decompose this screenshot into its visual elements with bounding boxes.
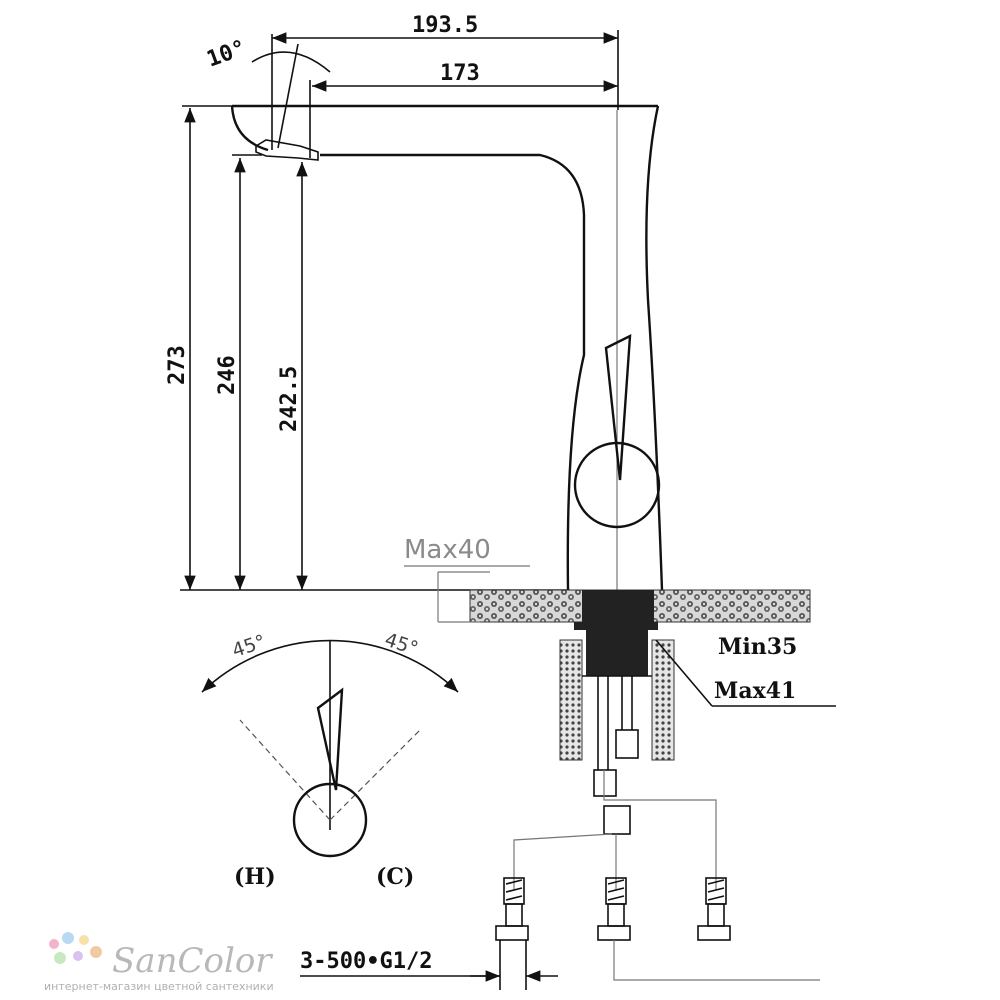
dim-deck-max: Max40: [404, 535, 530, 623]
brand-logo: SanColor интернет-магазин цветной сантех…: [44, 932, 274, 993]
dim-clamp-max: Max41: [714, 678, 796, 704]
dim-overall-reach: 193.5: [272, 13, 619, 110]
dim-handle-tilt: 10°: [204, 34, 331, 150]
dim-spout-reach: 173: [309, 61, 618, 158]
hose-connector-center: [597, 877, 631, 941]
hot-label: (H): [234, 864, 276, 890]
rotation-left-angle: 45°: [229, 631, 268, 662]
rotation-right-angle: 45°: [382, 629, 421, 660]
dim-height-outlet-value: 242.5: [277, 366, 302, 432]
dim-hoses-value: 3-500•G1/2: [300, 949, 432, 974]
hose-connector-left: [495, 877, 529, 941]
dim-handle-tilt-value: 10°: [204, 36, 250, 73]
hose-connector-right: [697, 877, 731, 941]
clamp-range: Min35 Max41: [655, 634, 836, 707]
dim-total-height: 273: [165, 105, 232, 590]
supply-hoses: [495, 770, 820, 981]
countertop: [469, 589, 811, 623]
faucet-body: [230, 104, 664, 591]
dim-deck-max-value: Max40: [404, 535, 491, 565]
brand-name: SanColor: [112, 941, 273, 981]
dim-height-mid-value: 246: [215, 355, 240, 395]
dim-total-height-value: 273: [165, 345, 190, 385]
mounting-assembly: [559, 622, 675, 835]
dim-hoses: 3-500•G1/2: [300, 940, 558, 990]
dim-clamp-min: Min35: [718, 634, 797, 660]
dim-spout-reach-value: 173: [440, 61, 480, 86]
dim-height-outlet: 242.5: [277, 162, 308, 590]
dim-height-mid: 246: [215, 154, 262, 590]
dim-overall-reach-value: 193.5: [412, 13, 478, 38]
rotation-diagram: 45° 45° (H) (C): [201, 629, 459, 890]
brand-tagline: интернет-магазин цветной сантехники: [44, 980, 274, 993]
cold-label: (C): [376, 864, 414, 890]
